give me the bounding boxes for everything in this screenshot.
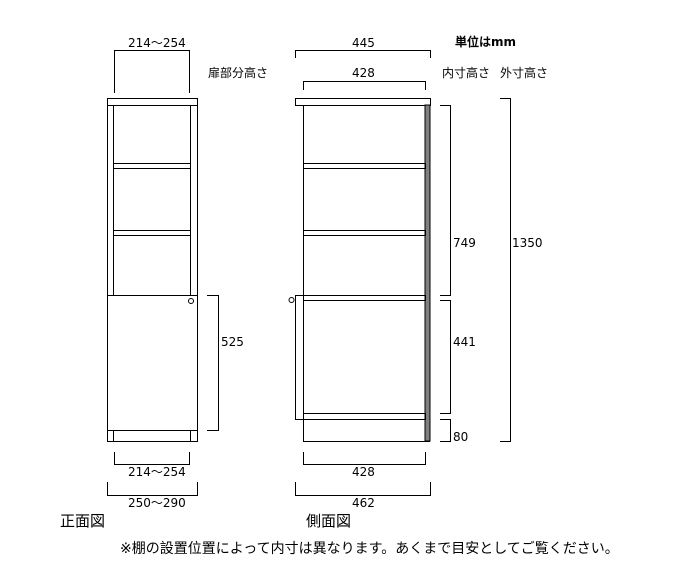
- side-bottom-inner-depth: 428: [352, 465, 375, 479]
- door-height-label: 扉部分高さ: [208, 66, 269, 80]
- door-knob: [288, 297, 295, 303]
- door-knob: [188, 298, 194, 304]
- side-view: [288, 50, 511, 496]
- inner-height-label: 内寸高さ: [442, 66, 491, 80]
- front-view: [107, 50, 219, 496]
- outer-height-label: 外寸高さ: [500, 66, 549, 80]
- base-height: 80: [453, 430, 469, 444]
- front-top-width: 214～254: [128, 36, 186, 50]
- front-door: [107, 295, 198, 431]
- side-bottom-outer-depth: 462: [352, 496, 375, 510]
- upper-inner-height: 749: [453, 236, 476, 250]
- back-panel: [424, 104, 431, 442]
- front-bottom-outer-width: 250～290: [128, 496, 186, 510]
- lower-inner-height: 441: [453, 335, 476, 349]
- front-bottom-inner-width: 214～254: [128, 465, 186, 479]
- side-inner-depth-top: 428: [352, 66, 375, 80]
- side-view-title: 側面図: [306, 512, 352, 530]
- unit-label: 単位はmm: [455, 35, 517, 49]
- footnote: ※棚の設置位置によって内寸は異なります。あくまで目安としてご覧ください。: [120, 541, 619, 557]
- total-height: 1350: [512, 236, 543, 250]
- side-door: [295, 295, 303, 420]
- front-view-title: 正面図: [60, 512, 106, 530]
- door-height-value: 525: [221, 335, 244, 349]
- side-outer-depth-top: 445: [352, 36, 375, 50]
